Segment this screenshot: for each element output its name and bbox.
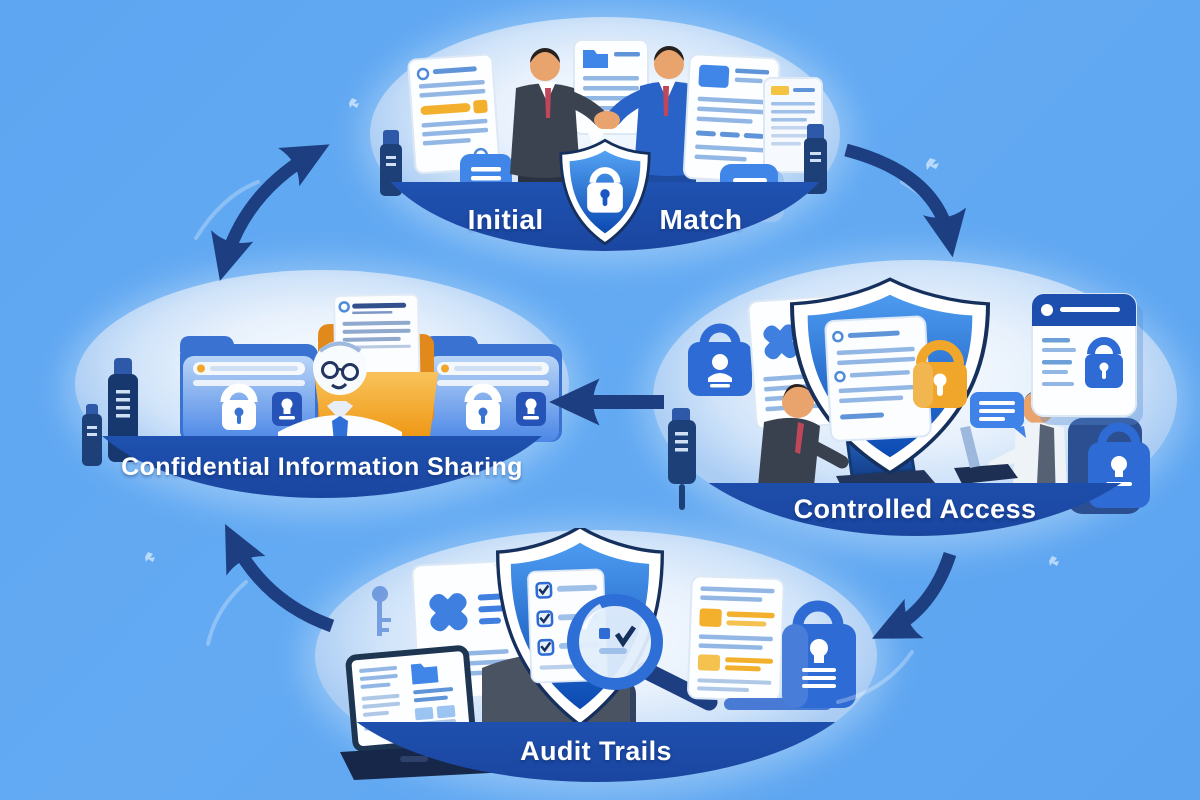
arrow-share-match: [211, 144, 330, 282]
stage-label: Confidential Information Sharing: [121, 452, 523, 481]
padlock-icon: [220, 383, 258, 430]
stage-label-initial-match: Initial Match: [368, 200, 842, 240]
initial-match-scene: [370, 17, 840, 251]
arrow-access-audit: [871, 551, 957, 639]
controlled-access-scene: [653, 260, 1177, 536]
label-band: [102, 436, 542, 498]
locked-folder-icon: [424, 336, 562, 442]
confidential-sharing-scene: [75, 270, 569, 498]
speech-bubble-icon: [970, 392, 1026, 438]
label-band: [708, 483, 1122, 536]
usb-drive-icon: [82, 404, 102, 466]
stage-label-audit-trails: Audit Trails: [312, 732, 880, 770]
browser-lock-card: [1031, 293, 1143, 425]
orange-padlock-icon: [913, 340, 967, 408]
stage-label-part: Initial: [467, 204, 544, 235]
shield-lock-icon: [559, 138, 651, 246]
stage-label: Controlled Access: [793, 493, 1037, 524]
report-document-icon: [682, 53, 781, 184]
security-device-icon: [668, 408, 696, 510]
usb-drive-icon: [804, 124, 827, 194]
stage-audit-trails: Audit Trails: [312, 528, 880, 790]
stage-label: Audit Trails: [520, 735, 672, 766]
highlighted-report-icon: [687, 575, 785, 702]
stamp-chip-icon: [516, 392, 546, 426]
padlock-user-icon: [688, 323, 752, 396]
stage-label-controlled-access: Controlled Access: [650, 490, 1180, 528]
stage-initial-match: Initial Match: [368, 14, 842, 258]
contract-document-icon: [407, 53, 501, 175]
stage-label-part: Match: [659, 204, 743, 235]
stage-label-confidential-information-sharing: Confidential Information Sharing: [72, 448, 572, 486]
shield-document-lock: [789, 277, 991, 475]
stamp-chip-icon: [272, 392, 302, 426]
stage-controlled-access: Controlled Access: [650, 258, 1180, 548]
stage-confidential-information-sharing: Confidential Information Sharing: [72, 268, 572, 508]
key-decoration: [372, 586, 391, 636]
label-band: [356, 722, 836, 782]
audit-trails-scene: [315, 528, 877, 782]
padlock-icon: [464, 383, 502, 430]
padlock-stamp-icon: [782, 600, 856, 708]
locked-folder-icon: [180, 336, 318, 442]
arrow-match-access: [844, 143, 967, 258]
handshake: [594, 111, 620, 129]
